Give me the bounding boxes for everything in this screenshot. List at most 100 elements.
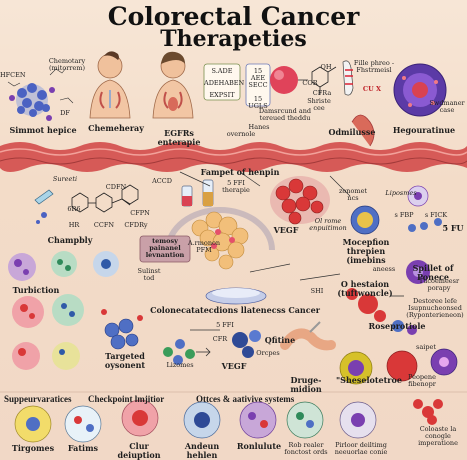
bottom-item-3: Andeun hehlen (184, 441, 220, 460)
cell-grid-icon (8, 251, 119, 370)
label-roseprotiole: Roseprotiole (368, 321, 426, 331)
tumor-cell-icon (393, 63, 447, 117)
chem-small-3: CFPN (130, 209, 150, 217)
vial-icon (181, 179, 214, 207)
card1-line3: EXPSIT (209, 91, 235, 99)
patient-figure-1-icon (89, 51, 131, 119)
label-sff: 5 FFI therapie (222, 179, 250, 194)
bottom-header-2: Ottces & aativive systems (196, 394, 295, 404)
arm-injection-icon (280, 321, 336, 351)
label-cor: COR (302, 79, 318, 87)
label-odmilusse: Odmilusse (328, 127, 376, 137)
liposome-cluster-icon (163, 339, 211, 365)
label-cu-x: CU X (362, 85, 382, 93)
label-champbly: Champbly (47, 235, 93, 245)
label-liposmes: Liposmes (385, 189, 417, 197)
label-sulinst: Sulinst tod (137, 267, 161, 282)
label-targeted: Targeted oysonent (104, 351, 146, 370)
temosy-box-label: temosy painanel levnantion (145, 237, 185, 259)
label-sfick: s FICK (424, 211, 448, 219)
bottom-item-6: Pirloor deiltimg neeuorlae conie (334, 441, 388, 456)
chem-small-5: ACCD (152, 177, 172, 185)
label-zenonet: zonomet ncs (338, 187, 368, 202)
cell-trio-icon (339, 348, 458, 385)
label-drugemidion: Druge-midion (290, 375, 322, 394)
bottom-item-0: Tirgomes (11, 443, 55, 453)
label-sfbp: s FBP (394, 211, 414, 219)
molecule-structure-icon (311, 66, 337, 95)
label-hanes: Hanes (248, 123, 270, 131)
label-sffi: 5 FFI (216, 321, 234, 329)
label-sfu: 5 FU (442, 223, 464, 233)
chem-label-c: DF (60, 109, 70, 117)
card1-line2: ADEHABEN (204, 79, 245, 87)
bottom-item-7: Coloaste la conogle imperatione (418, 425, 458, 447)
label-swomaner: Swdmaner case (429, 99, 465, 114)
label-shriste: Shriste cee (307, 97, 331, 112)
nanoparticle-cluster-icon (7, 67, 74, 121)
card1-line1: S.ADE (211, 67, 233, 75)
intestine-bulge-icon (351, 114, 375, 147)
label-egfr-enterapie: EGFRs enterapie (157, 128, 201, 147)
intestine-band-icon (0, 142, 467, 172)
label-cfr: CFR (212, 335, 228, 343)
label-sureeti: Sureeti (52, 175, 78, 183)
card2-line3: 15 UGLS (248, 95, 268, 110)
bottom-item-2: Clur deiuption (117, 441, 161, 460)
label-cdfn: CDFN (105, 183, 127, 191)
chem-small-2: CCFN (93, 221, 115, 229)
bottom-header-0: Suppeurvaratices (4, 394, 72, 404)
label-oh: OH (320, 63, 332, 71)
card2-line1: 15 AEE (250, 67, 266, 82)
red-cell-cluster-icon (270, 176, 330, 225)
label-mocepfion: Mocepfion threpien (imebins (342, 237, 390, 265)
chem-label-b: HFCEN (0, 71, 26, 79)
info-card-2 (245, 63, 271, 107)
label-file-phreo: Fille phreo - Fhstrmeisl (353, 59, 395, 74)
label-ohestaion: O hestaion (tuftwoncle) (337, 279, 393, 298)
label-saipet: saipet (416, 343, 436, 351)
label-shesel: "Sheselotetroe (336, 375, 402, 385)
chem-small-0: 6R6 (67, 205, 81, 213)
label-dam: Damsrcund and tereued theddu (258, 107, 312, 122)
label-shi: SHI (310, 287, 324, 295)
label-chemeheray: Chemeheray (88, 123, 144, 133)
temosy-box (139, 235, 191, 263)
label-hegouratinue: Hegouratinue (392, 125, 456, 135)
bottom-row-cells (14, 399, 443, 443)
chem-small-4: CFDRy (124, 221, 148, 229)
chem-small-1: HR (68, 221, 80, 229)
label-colonecal: Colonecatatecdions llatenecss Cancer (150, 305, 320, 315)
label-aneess: aneess (372, 265, 396, 273)
label-vegf: VEGF (273, 225, 299, 235)
blue-granule-cell-icon (392, 320, 417, 335)
label-tucoe: Tucoemeesr porapy (418, 277, 460, 292)
chemical-structure-icon (71, 184, 139, 213)
label-overnole: overnole (226, 130, 256, 138)
label-turbiction: Turbiction (12, 285, 60, 295)
label-orcpes: Orcpes (256, 349, 280, 357)
targeted-molecule-icon (101, 309, 143, 350)
bottom-item-1: Fatims (67, 443, 99, 453)
purple-cell-icon (346, 260, 430, 322)
label-spillet: Spillet of Ponece (412, 263, 454, 282)
label-qfitine: Qfitine (264, 335, 296, 345)
label-simmot-hepice: Simmot hepice (9, 125, 77, 135)
label-lizomes: Lizomes (166, 361, 194, 369)
label-destoree: Destoree lefe Isupnucheonsed (Ryponterie… (406, 297, 464, 319)
page-title: Colorectal Cancer (107, 2, 360, 31)
label-fampet: Fampet of henpin (200, 167, 280, 177)
patient-figure-2-icon (152, 51, 194, 119)
bottom-item-5: Rob realer fonctost ords (284, 441, 328, 456)
label-ocrome: Ol rome enpuitimon (309, 217, 347, 232)
bottom-header-1: Checkpoint lmjitior (88, 394, 165, 404)
info-card-1 (203, 63, 241, 101)
tumor-mass-icon (165, 207, 275, 305)
label-armonon: A.rmonon PFM (187, 239, 221, 254)
label-vegf2: VEGF (221, 361, 247, 371)
label-cfra: CFRa (312, 89, 332, 97)
page-subtitle: Therapeties (160, 26, 307, 52)
immune-cell-icon (232, 330, 261, 358)
liposome-icon (350, 185, 442, 235)
